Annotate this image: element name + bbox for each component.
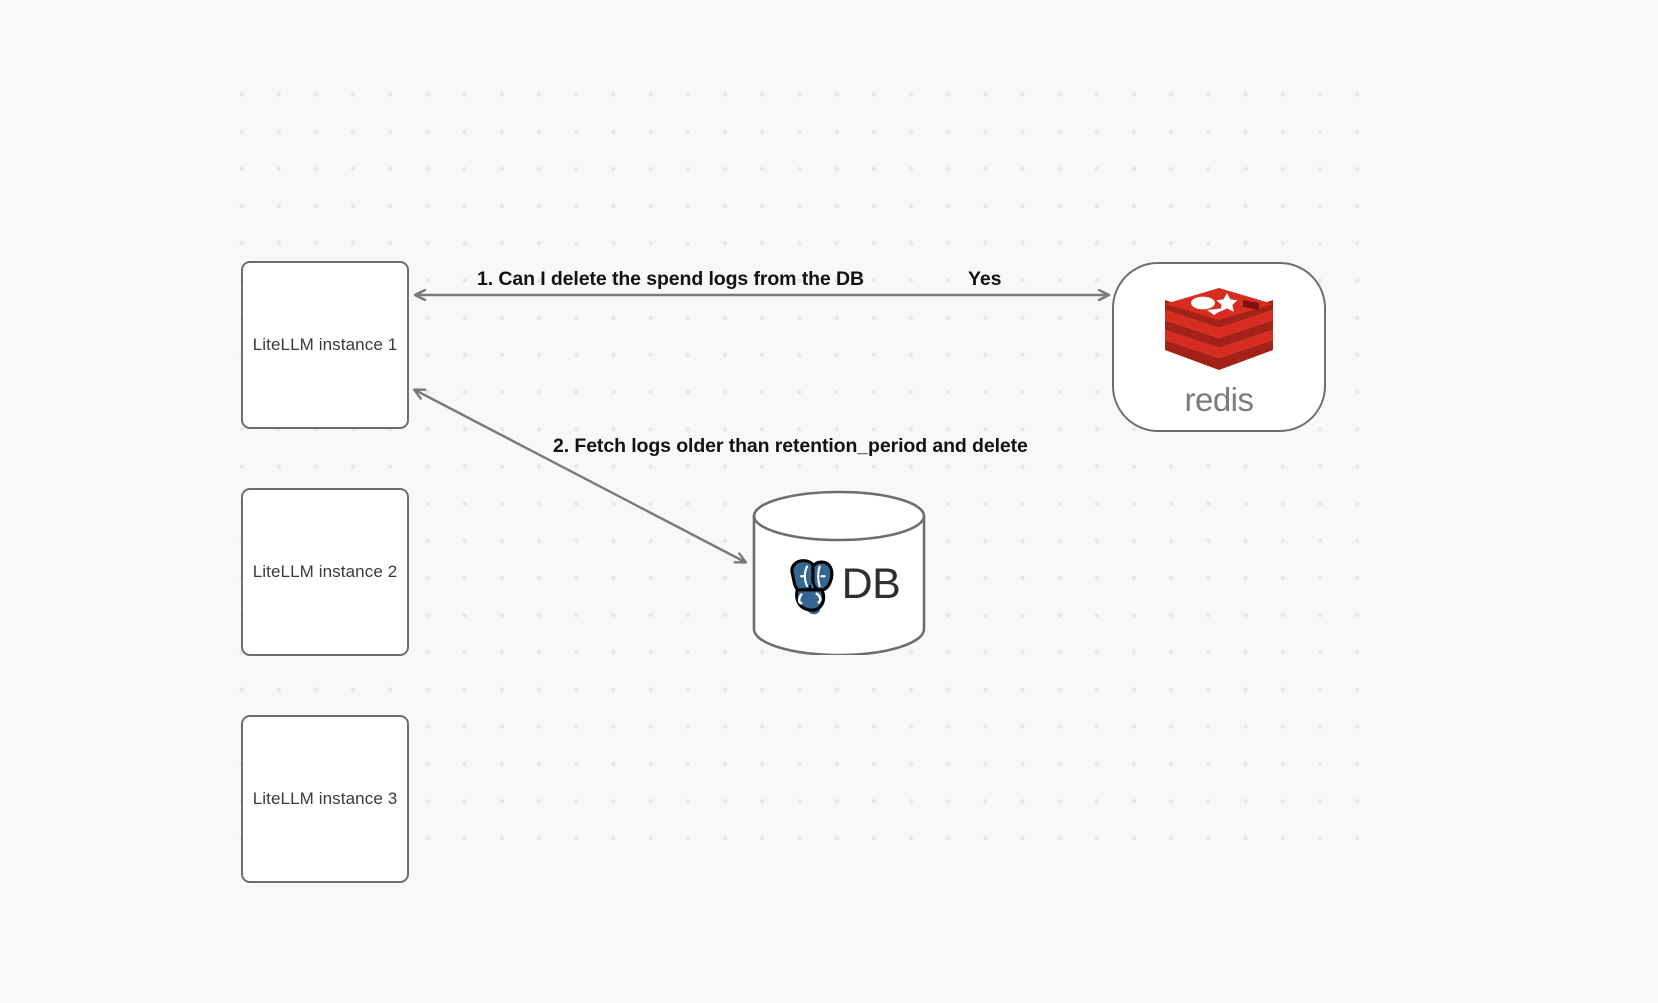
- redis-wordmark: redis: [1184, 384, 1254, 418]
- node-label: LiteLLM instance 3: [252, 789, 398, 808]
- node-database[interactable]: DB: [752, 490, 926, 655]
- edge-label-step-1: 1. Can I delete the spend logs from the …: [477, 268, 864, 290]
- node-redis[interactable]: redis: [1112, 262, 1326, 432]
- database-cylinder-shape: [752, 490, 926, 655]
- edge-label-step-2: 2. Fetch logs older than retention_perio…: [553, 435, 1028, 457]
- database-label: DB: [841, 559, 901, 608]
- node-litellm-instance-1[interactable]: LiteLLM instance 1: [241, 261, 409, 429]
- edge-label-redis-reply: Yes: [968, 268, 1002, 290]
- node-label: LiteLLM instance 1: [252, 335, 398, 354]
- edge-db-instance1: [415, 390, 745, 562]
- node-litellm-instance-3[interactable]: LiteLLM instance 3: [241, 715, 409, 883]
- node-litellm-instance-2[interactable]: LiteLLM instance 2: [241, 488, 409, 656]
- postgresql-elephant-icon: [790, 559, 834, 615]
- redis-wordmark-text: redis: [1184, 384, 1253, 418]
- node-label: LiteLLM instance 2: [252, 562, 398, 581]
- redis-logo: [1165, 288, 1273, 370]
